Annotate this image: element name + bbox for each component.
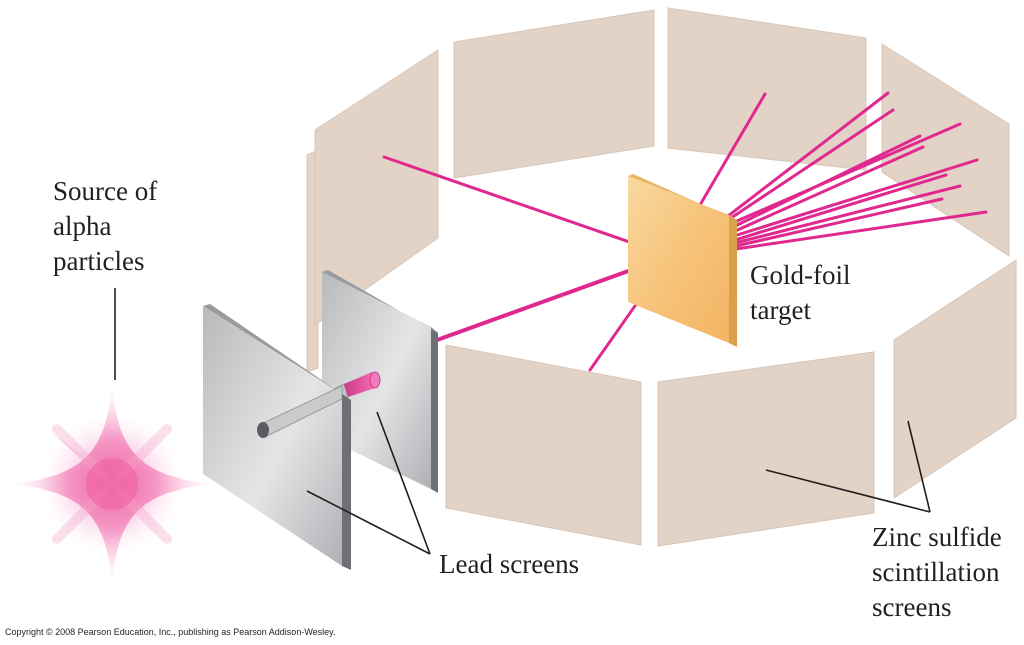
deflected-ray	[698, 92, 767, 207]
zinc-sulfide-label: Zinc sulfide scintillation screens	[872, 520, 1002, 625]
gold-foil-top	[628, 174, 737, 220]
leader-lines	[114, 288, 931, 555]
lead-screens-label-line: Lead screens	[439, 549, 580, 579]
gold-foil-label: Gold-foil target	[750, 258, 851, 328]
source-label: Source of alpha particles	[53, 174, 157, 279]
lead-screen-edge	[342, 394, 351, 570]
lead-leader-1	[306, 490, 431, 555]
scintillation-screen	[667, 7, 867, 171]
copyright-notice: Copyright © 2008 Pearson Education, Inc.…	[5, 627, 336, 637]
through-ray	[734, 197, 944, 248]
beam-entry-hole	[257, 422, 269, 438]
scintillation-screen	[893, 259, 1017, 499]
scintillation-screen	[657, 351, 875, 547]
gold-foil-edge	[729, 215, 737, 347]
zinc-leader-2	[907, 420, 931, 513]
gold-foil-face	[628, 176, 729, 343]
lead-screen-front	[203, 304, 351, 570]
zinc-sulfide-label-line: scintillation	[872, 557, 1000, 587]
scintillation-screen	[881, 43, 1010, 257]
lead-screen-top	[203, 304, 351, 400]
through-ray	[733, 184, 962, 245]
zinc-sulfide-label-line: Zinc sulfide	[872, 522, 1002, 552]
gold-foil-target	[628, 174, 737, 347]
lead-screen-face	[203, 306, 342, 566]
alpha-source-star-icon	[12, 384, 212, 584]
zinc-sulfide-label-line: screens	[872, 592, 952, 622]
beam-pink-section	[344, 372, 378, 397]
through-ray	[726, 91, 890, 218]
beam-overlay	[257, 385, 343, 438]
through-ray	[734, 210, 988, 251]
source-label-line: Source of	[53, 176, 158, 206]
through-ray	[732, 158, 979, 238]
through-ray	[726, 108, 895, 222]
scintillation-screens-back	[306, 7, 1010, 373]
lead-screen-top	[322, 270, 438, 333]
scintillation-screen	[445, 344, 642, 546]
lead-leader-2	[376, 411, 431, 555]
source-label-line: particles	[53, 246, 145, 276]
scintillation-screen	[453, 9, 655, 179]
through-ray	[731, 145, 925, 234]
beam-exit	[369, 371, 381, 389]
lead-screen-edge	[431, 327, 438, 493]
source-label-line: alpha	[53, 211, 112, 241]
gold-foil-label-line: Gold-foil	[750, 260, 851, 290]
deflected-ray	[382, 155, 672, 258]
through-ray	[733, 173, 948, 242]
zinc-leader-1	[765, 469, 931, 513]
gold-foil-label-line: target	[750, 295, 811, 325]
lead-screens-label: Lead screens	[439, 547, 579, 582]
through-ray	[729, 134, 922, 230]
scintillation-screens-front	[445, 259, 1017, 547]
scintillation-screen	[314, 49, 439, 326]
